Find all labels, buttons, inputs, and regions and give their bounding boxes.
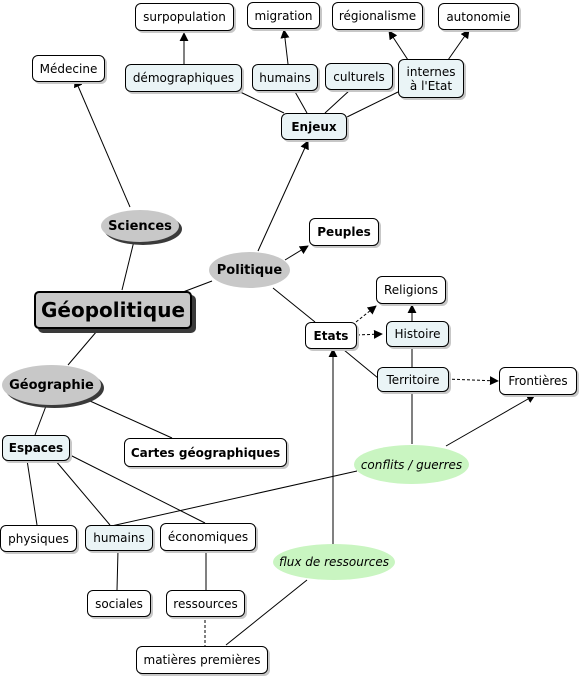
link-etats-territoire xyxy=(343,349,379,379)
link-sciences-medecine xyxy=(74,78,131,208)
node-economiques[interactable]: économiques xyxy=(160,523,256,551)
link-geographie-cartes xyxy=(89,400,173,439)
node-ressources[interactable]: ressources xyxy=(166,590,245,617)
link-espaces-humains xyxy=(54,459,111,526)
node-espaces[interactable]: Espaces xyxy=(2,435,70,461)
node-frontieres[interactable]: Frontières xyxy=(499,367,577,395)
node-religions[interactable]: Religions xyxy=(376,276,446,304)
link-politique-etats xyxy=(272,287,316,323)
node-histoire[interactable]: Histoire xyxy=(386,321,449,347)
link-humains-migration xyxy=(280,29,290,65)
node-humains-espaces[interactable]: humains xyxy=(85,525,153,551)
node-flux-ressources[interactable]: flux de ressources xyxy=(273,544,395,580)
node-medecine[interactable]: Médecine xyxy=(32,55,105,82)
node-autonomie[interactable]: autonomie xyxy=(438,3,519,30)
link-politique-enjeux xyxy=(257,140,309,252)
link-internes-regionalisme xyxy=(388,30,409,61)
node-sociales[interactable]: sociales xyxy=(87,590,151,617)
node-etats[interactable]: Etats xyxy=(305,322,357,349)
link-conflits-frontieres xyxy=(445,394,536,447)
node-internes-etat[interactable]: internes à l'Etat xyxy=(398,59,464,98)
link-territoire-frontieres xyxy=(446,376,499,386)
node-peuples[interactable]: Peuples xyxy=(309,218,379,246)
link-enjeux-humains xyxy=(293,89,308,114)
link-politique-peuples xyxy=(284,245,309,261)
node-cartes-geographiques[interactable]: Cartes géographiques xyxy=(124,438,287,467)
node-politique[interactable]: Politique xyxy=(209,252,290,288)
link-humains-sociales xyxy=(116,549,119,591)
link-matieres-flux xyxy=(225,579,308,646)
link-geopolitique-geographie xyxy=(67,330,98,366)
link-etats-religions xyxy=(355,305,377,323)
link-conflits-humains xyxy=(106,470,358,528)
node-geographie[interactable]: Géographie xyxy=(2,365,101,405)
link-geopolitique-politique xyxy=(182,280,213,293)
link-enjeux-internes xyxy=(346,91,399,118)
link-etats-histoire xyxy=(356,329,383,339)
node-matieres-premieres[interactable]: matières premières xyxy=(136,646,268,674)
node-enjeux[interactable]: Enjeux xyxy=(281,113,347,140)
node-internes-line1: internes xyxy=(406,64,456,79)
node-surpopulation[interactable]: surpopulation xyxy=(135,3,234,31)
node-migration[interactable]: migration xyxy=(247,2,320,29)
link-espaces-physiques xyxy=(26,459,38,526)
link-geopolitique-sciences xyxy=(121,240,135,291)
link-enjeux-demographiques xyxy=(235,89,285,114)
node-sciences[interactable]: Sciences xyxy=(101,210,179,242)
node-internes-line2: à l'Etat xyxy=(409,78,453,93)
link-espaces-economiques xyxy=(69,454,206,524)
link-geographie-espaces xyxy=(34,405,47,436)
node-regionalisme[interactable]: régionalisme xyxy=(332,2,423,30)
node-culturels[interactable]: culturels xyxy=(325,63,393,90)
node-demographiques[interactable]: démographiques xyxy=(125,64,242,92)
link-internes-autonomie xyxy=(447,29,470,61)
node-physiques[interactable]: physiques xyxy=(0,525,77,552)
node-geopolitique[interactable]: Géopolitique xyxy=(34,291,192,329)
node-humains-enjeux[interactable]: humains xyxy=(252,64,318,91)
link-enjeux-culturels xyxy=(324,89,351,114)
node-conflits-guerres[interactable]: conflits / guerres xyxy=(354,445,469,484)
node-territoire[interactable]: Territoire xyxy=(377,367,449,392)
